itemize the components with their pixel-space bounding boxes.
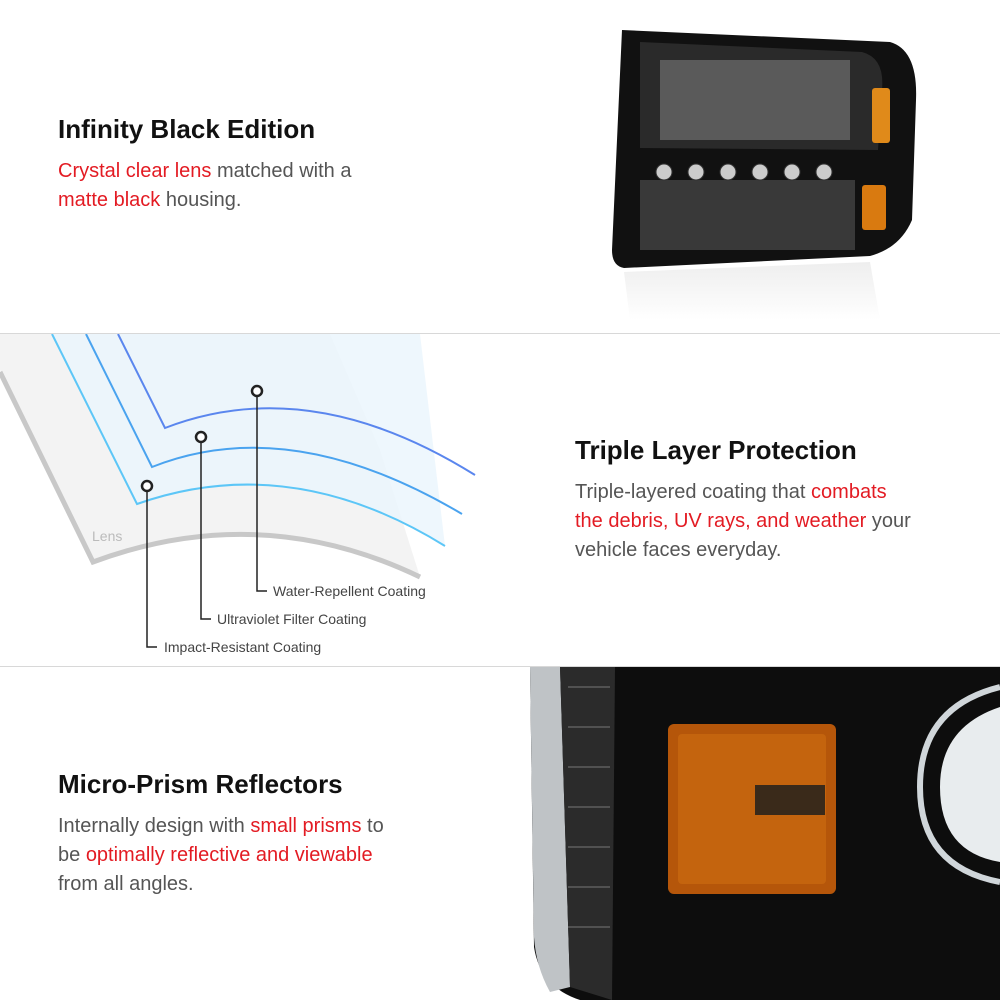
section-title: Infinity Black Edition (58, 114, 316, 144)
section-infinity-black: Infinity Black Edition Crystal clear len… (0, 0, 1000, 333)
section-body: Triple-layered coating that combats the … (575, 478, 911, 565)
water-coating-marker (250, 384, 264, 398)
section-body: Crystal clear lens matched with a matte … (58, 157, 351, 215)
body-text: Triple-layered coating that (575, 481, 812, 503)
body-text: to (361, 815, 384, 837)
headlight-product-image (612, 30, 917, 320)
water-repellent-layer (117, 334, 476, 476)
highlight-text: combats (811, 481, 887, 503)
section-divider (0, 333, 1000, 334)
lens-label: Lens (92, 528, 122, 544)
uv-coating-marker (194, 430, 208, 444)
coating-layers-diagram: Lens Impact-Resistant Coating Ultraviole… (0, 334, 476, 655)
body-text: matched with a (211, 160, 352, 182)
section-micro-prism: Micro-Prism Reflectors Internally design… (0, 667, 1000, 1000)
uv-coating-label: Ultraviolet Filter Coating (217, 611, 366, 627)
highlight-text: matte black (58, 189, 161, 211)
water-coating-label: Water-Repellent Coating (273, 583, 426, 599)
lens-edge (0, 370, 422, 580)
section-divider (0, 666, 1000, 667)
impact-coating-marker (140, 479, 154, 493)
headlight-closeup-image (530, 667, 1000, 1000)
body-line: from all angles. (58, 870, 384, 899)
section-triple-layer: Lens Impact-Resistant Coating Ultraviole… (0, 334, 1000, 666)
body-line: Internally design with small prisms to (58, 812, 384, 841)
highlight-text: the debris, UV rays, and weather (575, 510, 867, 532)
body-text: be (58, 844, 86, 866)
section-title: Micro-Prism Reflectors (58, 769, 343, 799)
body-line: the debris, UV rays, and weather your (575, 507, 911, 536)
body-text: vehicle faces everyday. (575, 539, 782, 561)
body-text: your (866, 510, 911, 532)
body-text: Internally design with (58, 815, 251, 837)
body-line: Crystal clear lens matched with a (58, 157, 351, 186)
highlight-text: Crystal clear lens (58, 160, 212, 182)
body-line: matte black housing. (58, 186, 351, 215)
body-line: be optimally reflective and viewable (58, 841, 384, 870)
impact-coating-label: Impact-Resistant Coating (164, 639, 321, 655)
uv-filter-layer (85, 334, 463, 515)
impact-resistant-layer (51, 334, 446, 547)
body-text: from all angles. (58, 873, 194, 895)
highlight-text: optimally reflective and viewable (85, 844, 373, 866)
section-title: Triple Layer Protection (575, 435, 857, 465)
body-line: vehicle faces everyday. (575, 536, 911, 565)
highlight-text: small prisms (250, 815, 362, 837)
body-line: Triple-layered coating that combats (575, 478, 911, 507)
section-body: Internally design with small prisms to b… (58, 812, 384, 899)
body-text: housing. (160, 189, 242, 211)
